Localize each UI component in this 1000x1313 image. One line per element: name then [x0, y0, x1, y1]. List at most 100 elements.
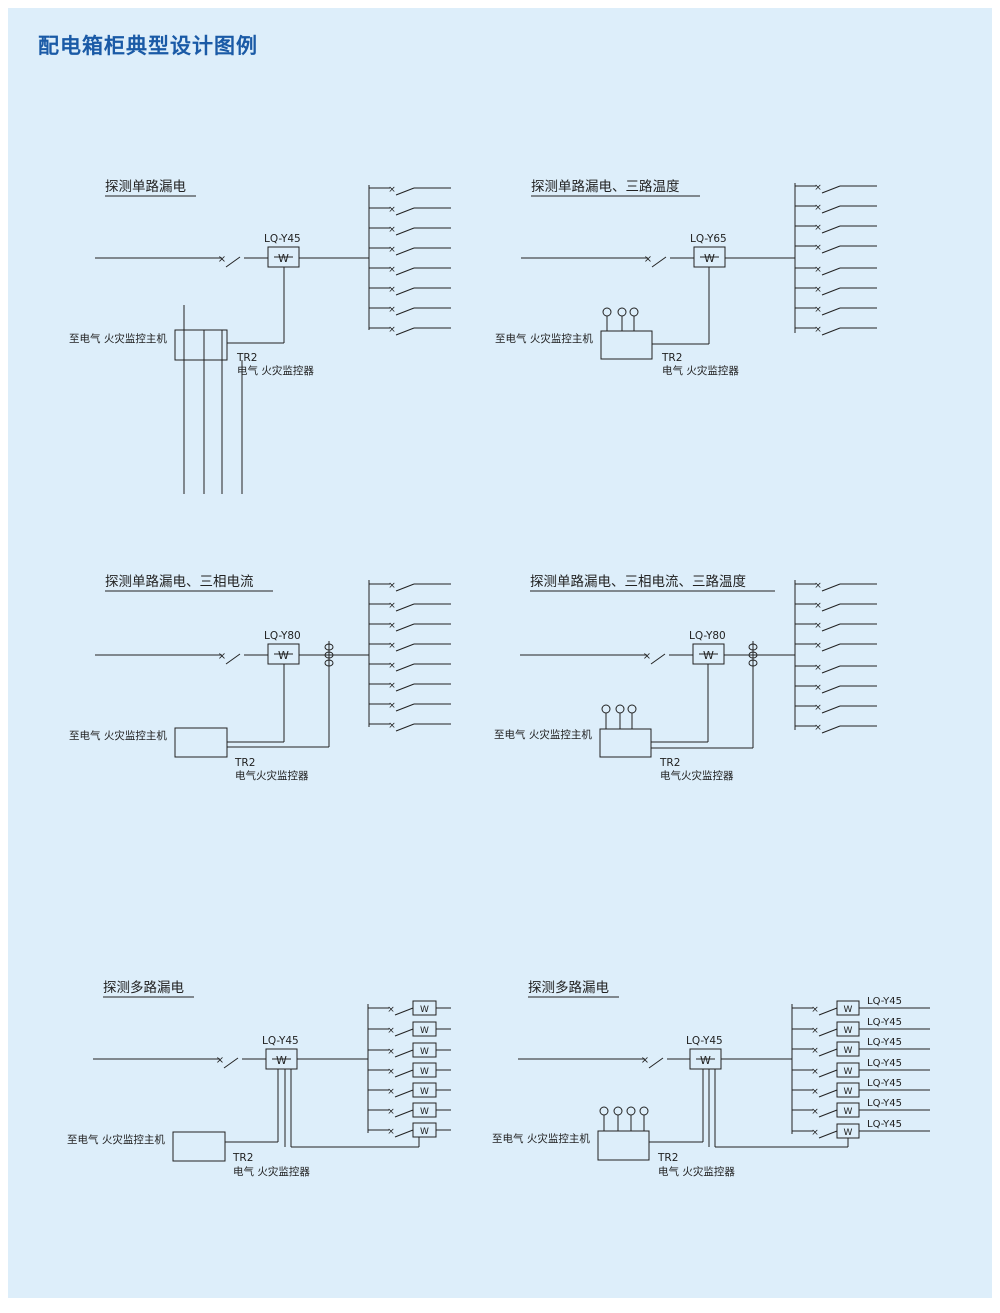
device-name: 电气火灾监控器: [660, 769, 734, 782]
branch-contact-mark: ×: [388, 325, 396, 335]
branch-contact-mark: ×: [388, 581, 396, 591]
branch-contact-mark: ×: [814, 305, 822, 315]
branch-switch: [394, 1069, 414, 1078]
w-symbol: W: [844, 1128, 853, 1138]
breaker-contact-mark: ×: [218, 651, 226, 662]
device-code: TR2: [661, 352, 682, 364]
monitor-device-box: [597, 1130, 650, 1161]
branch-contact-mark: ×: [388, 621, 396, 631]
branch-contact-mark: ×: [388, 285, 396, 295]
breaker-model-label: LQ-Y80: [264, 630, 301, 642]
branch-contact-mark: ×: [387, 1005, 395, 1015]
w-symbol: W: [420, 1087, 429, 1097]
branch-contact-mark: ×: [814, 621, 822, 631]
device-name: 电气 火灾监控器: [233, 1165, 310, 1178]
branch-switch: [821, 307, 841, 316]
temperature-sensor-icon: [626, 1106, 636, 1116]
breaker-model-label: LQ-Y45: [264, 233, 301, 245]
device-name: 电气 火灾监控器: [662, 364, 739, 377]
main-breaker-switch: [651, 256, 667, 268]
branch-contact-mark: ×: [811, 1005, 819, 1015]
page-title: 配电箱柜典型设计图例: [38, 34, 258, 58]
branch-contact-mark: ×: [814, 641, 822, 651]
branch-switch: [395, 603, 415, 612]
branch-contact-mark: ×: [388, 721, 396, 731]
branch-contact-mark: ×: [814, 265, 822, 275]
breaker-contact-mark: ×: [643, 651, 651, 662]
temperature-sensor-icon: [602, 307, 612, 317]
temperature-sensor-icon: [599, 1106, 609, 1116]
branch-contact-mark: ×: [811, 1046, 819, 1056]
branch-contact-mark: ×: [814, 723, 822, 733]
branch-switch: [821, 287, 841, 296]
temperature-sensor-icon: [617, 307, 627, 317]
branch-contact-mark: ×: [388, 245, 396, 255]
branch-switch: [818, 1089, 838, 1098]
branch-model-label: LQ-Y45: [867, 1037, 902, 1048]
branch-contact-mark: ×: [388, 601, 396, 611]
w-symbol: W: [420, 1026, 429, 1036]
w-symbol: W: [420, 1067, 429, 1077]
branch-switch: [821, 623, 841, 632]
branch-switch: [818, 1109, 838, 1118]
branch-contact-mark: ×: [814, 223, 822, 233]
branch-contact-mark: ×: [814, 663, 822, 673]
branch-switch: [395, 723, 415, 732]
temperature-sensor-icon: [627, 704, 637, 714]
branch-model-label: LQ-Y45: [867, 1017, 902, 1028]
diagram-multi-leakage: 探测多路漏电 × W LQ-Y45 × W × W × W × W: [67, 979, 451, 1178]
branch-contact-mark: ×: [811, 1128, 819, 1138]
branch-contact-mark: ×: [811, 1067, 819, 1077]
branch-switch: [395, 247, 415, 256]
branch-contact-mark: ×: [388, 205, 396, 215]
main-breaker-switch: [225, 653, 241, 665]
monitor-device-box: [600, 330, 653, 360]
breaker-model-label: LQ-Y65: [690, 233, 727, 245]
branch-switch: [821, 665, 841, 674]
temperature-sensor-icon: [615, 704, 625, 714]
branch-switch: [821, 685, 841, 694]
branch-switch: [821, 185, 841, 194]
w-symbol: W: [844, 1005, 853, 1015]
branch-switch: [821, 725, 841, 734]
w-symbol: W: [278, 252, 289, 265]
branch-switch: [395, 187, 415, 196]
temperature-sensor-icon: [629, 307, 639, 317]
w-symbol: W: [844, 1046, 853, 1056]
branch-switch: [821, 603, 841, 612]
device-name: 电气 火灾监控器: [237, 364, 314, 377]
branch-switch: [821, 327, 841, 336]
branch-contact-mark: ×: [814, 325, 822, 335]
branch-model-label: LQ-Y45: [867, 996, 902, 1007]
breaker-model-label: LQ-Y45: [262, 1035, 299, 1047]
monitor-device-box: [172, 1131, 226, 1162]
branch-switch: [821, 205, 841, 214]
branch-switch: [395, 267, 415, 276]
device-code: TR2: [659, 757, 680, 769]
w-symbol: W: [420, 1127, 429, 1137]
w-symbol: W: [278, 649, 289, 662]
w-symbol: W: [844, 1067, 853, 1077]
host-label: 至电气 火灾监控主机: [67, 1133, 165, 1146]
branch-switch: [395, 307, 415, 316]
branch-contact-mark: ×: [814, 183, 822, 193]
breaker-model-label: LQ-Y45: [686, 1035, 723, 1047]
branch-contact-mark: ×: [387, 1127, 395, 1137]
main-breaker-switch: [223, 1057, 239, 1069]
w-symbol: W: [704, 252, 715, 265]
w-symbol: W: [844, 1026, 853, 1036]
branch-switch: [821, 705, 841, 714]
branch-switch: [818, 1028, 838, 1037]
breaker-contact-mark: ×: [216, 1055, 224, 1066]
diagram-heading: 探测单路漏电、三相电流: [105, 574, 254, 590]
branch-switch: [395, 683, 415, 692]
page-background: [8, 8, 992, 1298]
device-code: TR2: [236, 352, 257, 364]
main-breaker-switch: [225, 256, 241, 268]
branch-contact-mark: ×: [814, 581, 822, 591]
host-label: 至电气 火灾监控主机: [492, 1132, 590, 1145]
main-breaker-switch: [650, 653, 666, 665]
branch-contact-mark: ×: [387, 1107, 395, 1117]
device-code: TR2: [657, 1152, 678, 1164]
